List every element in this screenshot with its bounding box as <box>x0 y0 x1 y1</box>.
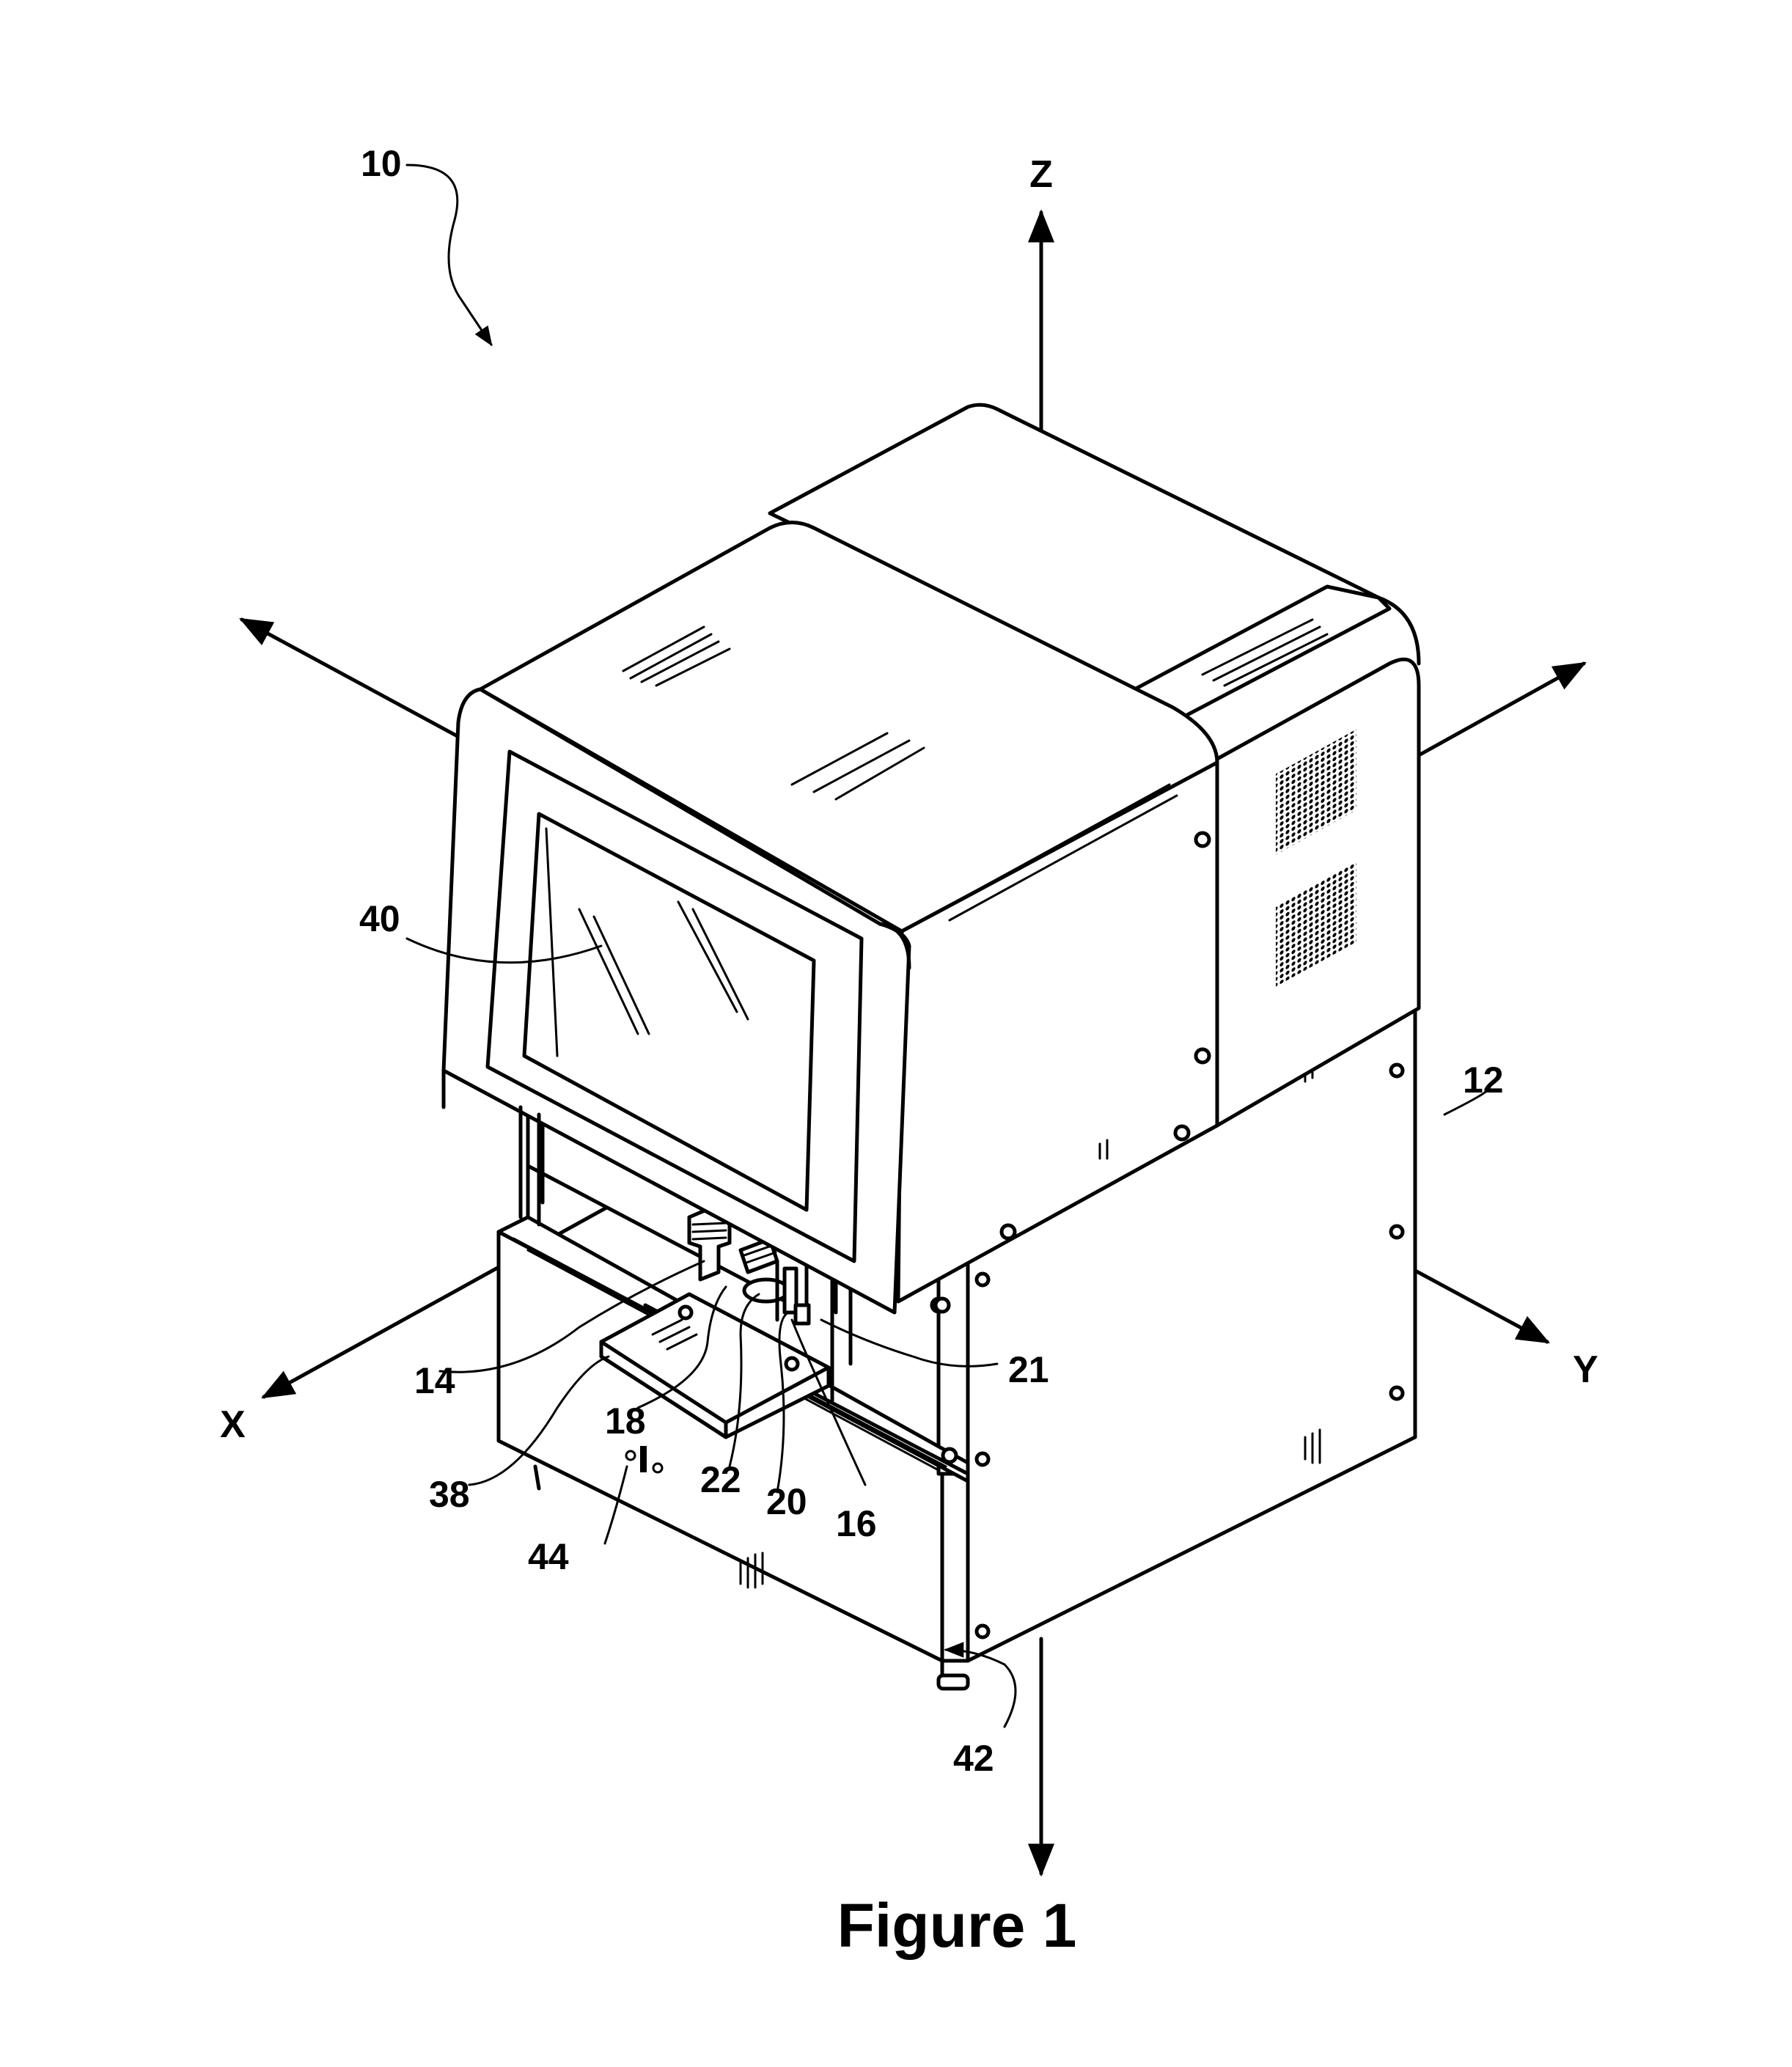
ref-18: 18 <box>605 1400 646 1442</box>
figure-caption: Figure 1 <box>837 1891 1077 1960</box>
axis-label-z: Z <box>1029 153 1053 196</box>
axis-label-y: Y <box>1573 1348 1598 1391</box>
ref-12: 12 <box>1463 1060 1504 1101</box>
axis-label-x: X <box>220 1403 246 1446</box>
y-axis-up-arrow <box>1419 664 1584 755</box>
ref-10: 10 <box>361 143 402 184</box>
ref-38: 38 <box>429 1474 470 1515</box>
ref-21: 21 <box>1008 1349 1049 1390</box>
x-axis-back-arrow <box>242 620 466 741</box>
ref-22: 22 <box>700 1459 741 1500</box>
ref-44: 44 <box>528 1536 569 1577</box>
ref-16: 16 <box>836 1503 877 1544</box>
ref-14: 14 <box>414 1360 455 1401</box>
ref-40: 40 <box>359 898 400 939</box>
ref-42: 42 <box>953 1738 994 1779</box>
knob-22 <box>744 1280 788 1301</box>
ref-20: 20 <box>766 1481 807 1522</box>
